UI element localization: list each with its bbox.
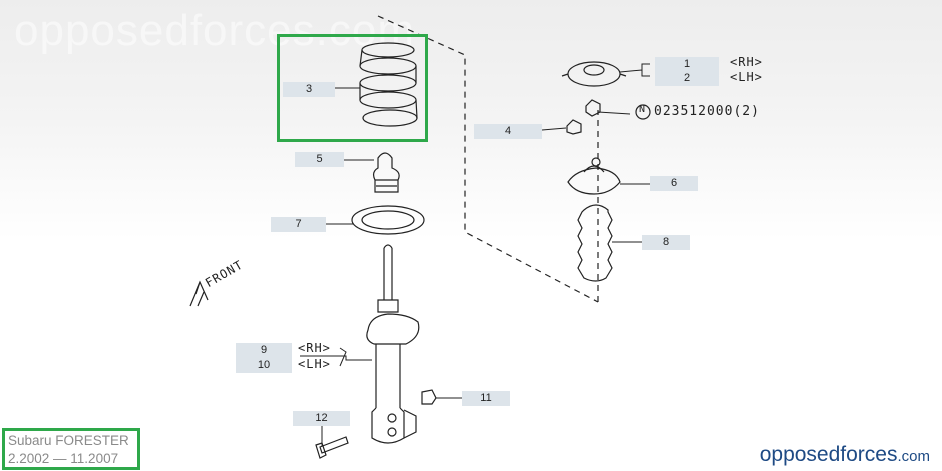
callout-12[interactable]: 12 [293,411,350,426]
part-number-nut[interactable]: 023512000(2) [654,104,760,119]
callout-7[interactable]: 7 [271,217,326,232]
callout-8[interactable]: 8 [642,235,690,250]
label-lh-strut: <LH> [298,357,331,371]
brand-name: opposedforces [759,443,898,466]
brand-logo[interactable]: opposedforces.com [760,443,930,467]
watermark-text: opposedforces.com [14,6,415,55]
callout-11[interactable]: 11 [462,391,510,406]
n-marker-letter: N [639,104,647,115]
callout-9[interactable]: 9 [236,343,292,358]
callout-3[interactable]: 3 [283,82,335,97]
brand-suffix: .com [897,448,930,465]
vehicle-model: Subaru FORESTER [8,433,129,448]
vehicle-caption: Subaru FORESTER 2.2002 — 11.2007 [2,428,140,470]
callout-5[interactable]: 5 [295,152,344,167]
label-rh-top: <RH> [730,55,763,69]
label-lh-top: <LH> [730,70,763,84]
callout-4[interactable]: 4 [474,124,542,139]
callout-2[interactable]: 2 [655,71,719,86]
label-rh-strut: <RH> [298,341,331,355]
coil-spring-highlight[interactable] [277,34,428,142]
coil-spring [359,42,418,127]
callout-6[interactable]: 6 [650,176,698,191]
callout-10[interactable]: 10 [236,358,292,373]
callout-1[interactable]: 1 [655,57,719,72]
vehicle-years: 2.2002 — 11.2007 [8,451,119,466]
